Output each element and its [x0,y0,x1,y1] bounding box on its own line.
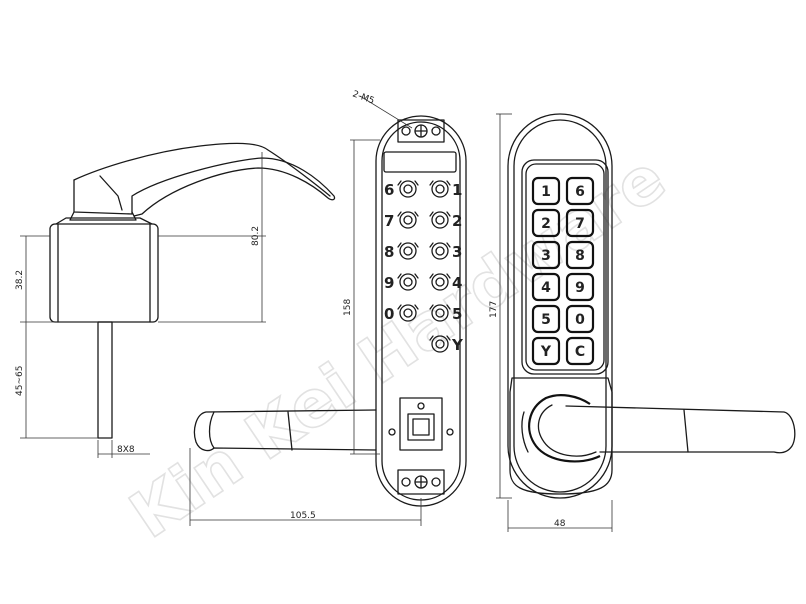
dim-177: 177 [489,301,499,318]
dial-row-6 [429,335,451,353]
key-label-8: 8 [575,248,585,264]
dim-80: 80.2 [251,226,261,246]
dim-spindle-length: 45~65 [15,366,25,396]
side-view [49,142,336,439]
key-label-0: 0 [575,312,585,328]
back-lever [193,409,377,452]
dim-105: 105.5 [290,511,316,521]
dial-label-y: Y [451,336,464,354]
key-button-4[interactable] [531,272,561,302]
front-dimensions: 177 48 [489,113,613,532]
key-label-9: 9 [575,280,585,296]
front-view: 1 2 3 4 5 Y 6 7 8 9 0 C [507,113,796,499]
key-label-1: 1 [541,184,551,200]
side-rose-neck [69,211,137,221]
key-label-6: 6 [575,184,585,200]
top-screw-bracket [397,119,445,143]
dim-158: 158 [343,299,353,316]
bottom-screw-bracket [397,469,445,495]
side-rose [49,223,159,323]
dim-spindle-size: 8X8 [117,445,135,455]
key-button-0[interactable] [565,304,595,334]
key-button-7[interactable] [565,208,595,238]
side-dimensions: 38.2 45~65 80.2 8X8 [15,152,266,458]
dial-label-6: 6 [384,181,394,199]
key-button-5[interactable] [531,304,561,334]
back-lock-block [399,397,443,451]
key-button-1[interactable] [531,176,561,206]
dial-row-4 [397,273,451,291]
side-spindle [97,321,113,439]
front-housing [507,113,613,499]
key-button-8[interactable] [565,240,595,270]
key-label-7: 7 [575,216,585,232]
dial-label-5: 5 [452,305,462,323]
front-lever-hub [528,394,601,463]
dim-48: 48 [554,519,566,529]
keypad-recess [521,159,609,375]
key-label-5: 5 [541,312,551,328]
key-button-2[interactable] [531,208,561,238]
dial-row-1 [397,180,451,198]
dial-label-7: 7 [384,212,394,230]
keypad-buttons-right [565,176,595,366]
dial-row-2 [397,211,451,229]
back-display-slot [383,151,457,173]
key-button-c[interactable] [565,336,595,366]
dial-label-1: 1 [452,181,462,199]
key-button-9[interactable] [565,272,595,302]
key-label-c: C [575,344,585,360]
dial-label-8: 8 [384,243,394,261]
front-lower-body [509,377,613,495]
keypad-buttons-left [531,176,561,366]
key-button-y[interactable] [531,336,561,366]
key-button-6[interactable] [565,176,595,206]
key-button-3[interactable] [531,240,561,270]
front-lever [565,405,796,454]
dial-label-4: 4 [452,274,462,292]
dial-row-5 [397,304,451,322]
key-label-4: 4 [541,280,551,296]
dial-label-2: 2 [452,212,462,230]
key-label-3: 3 [541,248,551,264]
dial-row-3 [397,242,451,260]
dial-label-0: 0 [384,305,394,323]
side-lever [73,157,336,217]
dim-38: 38.2 [15,270,25,290]
key-label-2: 2 [541,216,551,232]
dim-screw: 2-M5 [351,89,376,106]
dial-label-9: 9 [384,274,394,292]
dial-label-3: 3 [452,243,462,261]
key-label-y: Y [540,344,552,360]
